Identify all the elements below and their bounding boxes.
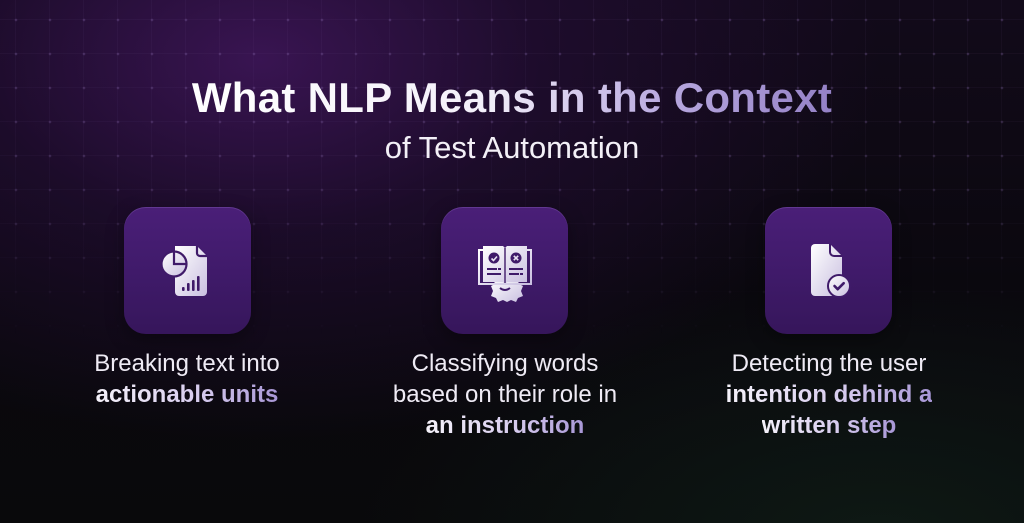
caption-line: Detecting the user [731, 350, 927, 377]
caption-highlight: actionable units [95, 381, 279, 408]
feature-caption-classification: Classifying words based on their role in… [345, 348, 665, 441]
caption-highlight: intention dehind a [725, 381, 933, 408]
title-text: What NLP Means in the Context [191, 74, 833, 121]
feature-card-classification [441, 207, 568, 334]
feature-card-tokenization [124, 207, 251, 334]
caption-line: Breaking text into [94, 350, 280, 377]
open-book-gear-icon [473, 240, 537, 302]
caption-line: based on their role in [392, 381, 618, 408]
caption-highlight: an instruction [425, 412, 585, 439]
document-check-icon [798, 240, 860, 302]
document-chart-icon [157, 240, 219, 302]
page-subtitle: of Test Automation [384, 130, 640, 165]
caption-line: Classifying words [411, 350, 599, 377]
feature-caption-tokenization: Breaking text into actionable units [27, 348, 347, 410]
feature-caption-intent-detection: Detecting the user intention dehind a wr… [669, 348, 989, 441]
page-title: What NLP Means in the Context [0, 72, 1024, 124]
caption-highlight: written step [761, 412, 897, 439]
feature-card-intent-detection [765, 207, 892, 334]
